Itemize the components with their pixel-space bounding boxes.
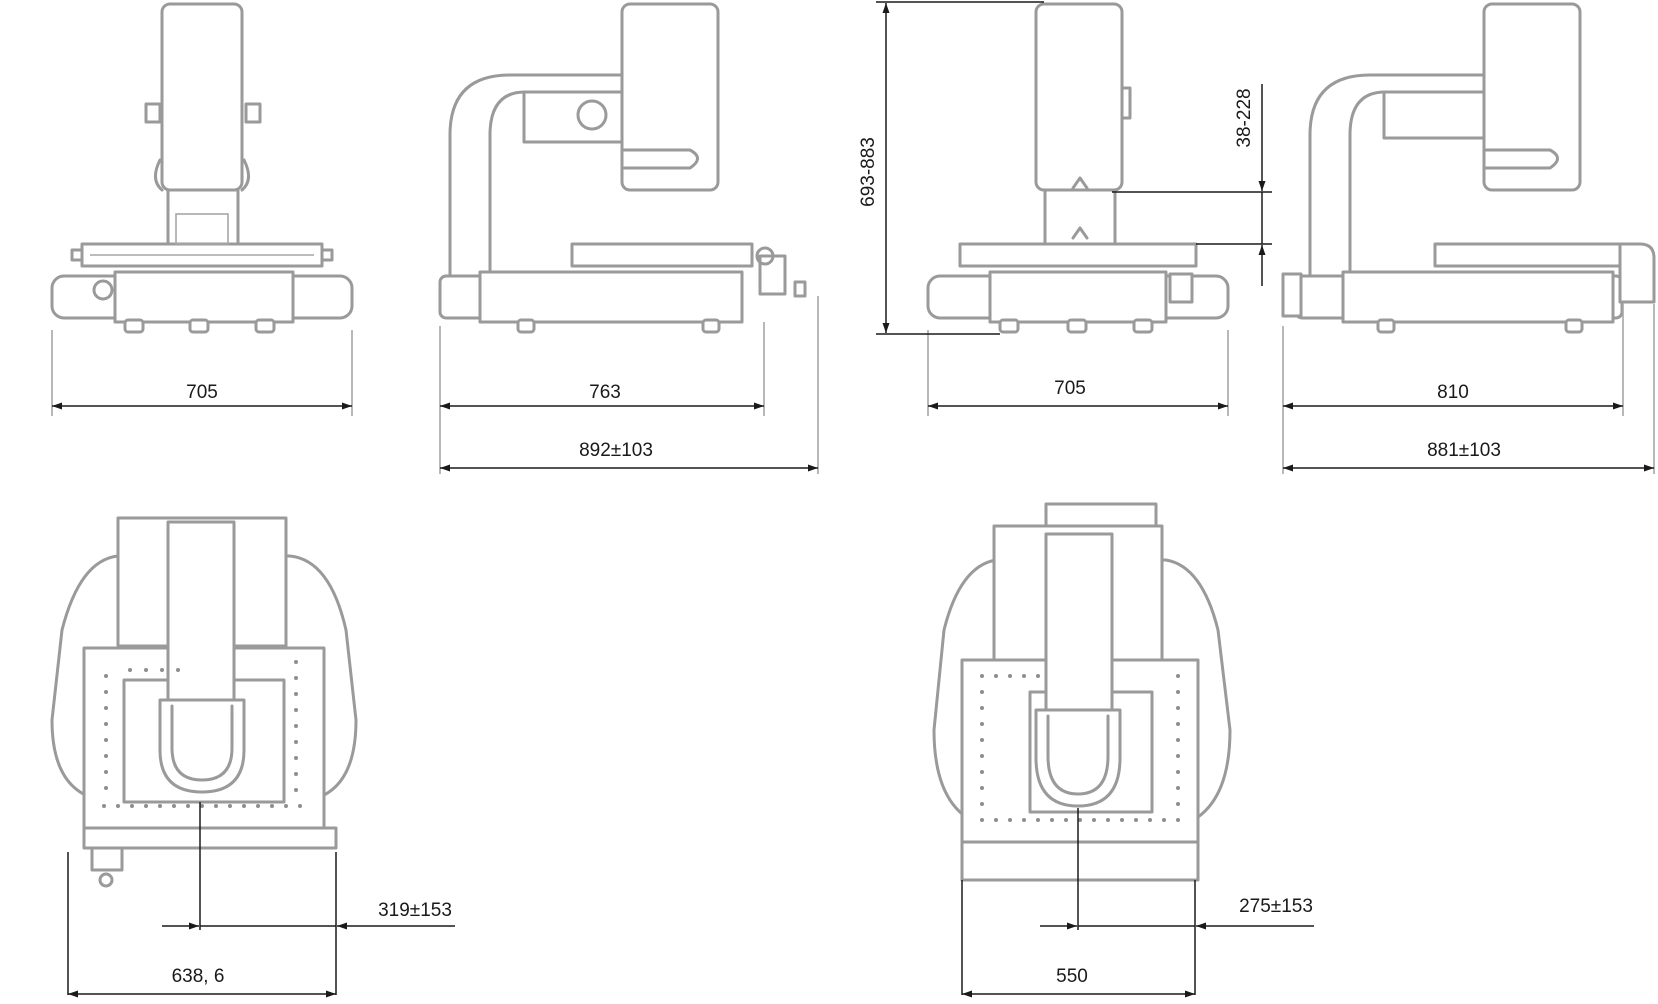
mounting-hole xyxy=(980,754,984,758)
mounting-hole xyxy=(214,804,218,808)
mounting-hole xyxy=(200,804,204,808)
mounting-hole xyxy=(158,804,162,808)
mounting-hole xyxy=(994,818,998,822)
mounting-hole xyxy=(104,722,108,726)
mounting-hole xyxy=(1176,770,1180,774)
mounting-hole xyxy=(1008,674,1012,678)
mounting-hole xyxy=(1064,818,1068,822)
front-view-left xyxy=(50,2,354,416)
mounting-hole xyxy=(104,786,108,790)
mounting-hole xyxy=(1036,818,1040,822)
mounting-hole xyxy=(980,770,984,774)
mounting-hole xyxy=(1022,818,1026,822)
mounting-hole xyxy=(1176,738,1180,742)
mounting-hole xyxy=(1120,818,1124,822)
mounting-hole xyxy=(104,754,108,758)
mounting-hole xyxy=(1176,786,1180,790)
mounting-hole xyxy=(1176,754,1180,758)
mounting-hole xyxy=(1176,722,1180,726)
mounting-hole xyxy=(242,804,246,808)
mounting-hole xyxy=(980,802,984,806)
label-height-range: 693-883 xyxy=(858,137,879,207)
mounting-hole xyxy=(980,818,984,822)
label-clearance-range: 38-228 xyxy=(1234,88,1255,147)
top-view-right xyxy=(932,502,1232,882)
mounting-hole xyxy=(298,804,302,808)
mounting-hole xyxy=(294,724,298,728)
mounting-hole xyxy=(102,804,106,808)
mounting-hole xyxy=(294,788,298,792)
mounting-hole xyxy=(294,660,298,664)
mounting-hole xyxy=(1106,818,1110,822)
label-top-right-offset: 275±153 xyxy=(1239,896,1313,917)
mounting-hole xyxy=(104,738,108,742)
mounting-hole xyxy=(980,786,984,790)
front-view-right xyxy=(926,2,1230,416)
label-top-right-width: 550 xyxy=(1056,966,1088,987)
mounting-hole xyxy=(1078,818,1082,822)
mounting-hole xyxy=(1176,818,1180,822)
mounting-hole xyxy=(1036,674,1040,678)
mounting-hole xyxy=(980,674,984,678)
mounting-hole xyxy=(228,804,232,808)
mounting-hole xyxy=(294,756,298,760)
side-view-right xyxy=(1281,2,1656,474)
mounting-hole xyxy=(980,722,984,726)
mounting-hole xyxy=(284,804,288,808)
mounting-hole xyxy=(1176,674,1180,678)
mounting-hole xyxy=(172,804,176,808)
mounting-hole xyxy=(176,668,180,672)
mounting-hole xyxy=(1176,706,1180,710)
mounting-hole xyxy=(116,804,120,808)
label-front-right-width: 705 xyxy=(1054,378,1086,399)
mounting-hole xyxy=(144,804,148,808)
mounting-hole xyxy=(994,674,998,678)
mounting-hole xyxy=(980,690,984,694)
mounting-hole xyxy=(128,668,132,672)
mounting-hole xyxy=(294,772,298,776)
label-side-right-total: 881±103 xyxy=(1427,440,1501,461)
mounting-hole xyxy=(256,804,260,808)
mounting-hole xyxy=(1022,674,1026,678)
mounting-hole xyxy=(1162,818,1166,822)
mounting-hole xyxy=(144,668,148,672)
mounting-hole xyxy=(160,668,164,672)
mounting-hole xyxy=(1134,818,1138,822)
label-top-left-width: 638, 6 xyxy=(172,966,225,987)
mounting-hole xyxy=(294,708,298,712)
label-side-left-total: 892±103 xyxy=(579,440,653,461)
label-front-left-width: 705 xyxy=(186,382,218,403)
mounting-hole xyxy=(1092,818,1096,822)
side-view-left xyxy=(438,2,819,474)
dimension-lines xyxy=(52,1,1654,998)
mounting-hole xyxy=(1176,802,1180,806)
mounting-hole xyxy=(130,804,134,808)
mounting-hole xyxy=(1050,818,1054,822)
mounting-hole xyxy=(104,770,108,774)
mounting-hole xyxy=(980,706,984,710)
dimension-labels: 705 763 892±103 705 810 881±103 693-883 … xyxy=(172,88,1501,987)
top-view-left-dots xyxy=(102,660,302,808)
mounting-hole xyxy=(980,738,984,742)
label-top-left-offset: 319±153 xyxy=(378,900,452,921)
mounting-hole xyxy=(186,804,190,808)
mounting-hole xyxy=(104,706,108,710)
mounting-hole xyxy=(294,676,298,680)
mounting-hole xyxy=(294,740,298,744)
mounting-hole xyxy=(104,690,108,694)
label-side-left-depth: 763 xyxy=(589,382,621,403)
label-side-right-depth: 810 xyxy=(1437,382,1469,403)
mounting-hole xyxy=(270,804,274,808)
mounting-hole xyxy=(1008,818,1012,822)
top-view-left xyxy=(50,516,358,888)
mounting-hole xyxy=(104,674,108,678)
mounting-hole xyxy=(1176,690,1180,694)
top-view-right-dots xyxy=(980,674,1180,822)
mounting-hole xyxy=(1148,818,1152,822)
mounting-hole xyxy=(294,692,298,696)
